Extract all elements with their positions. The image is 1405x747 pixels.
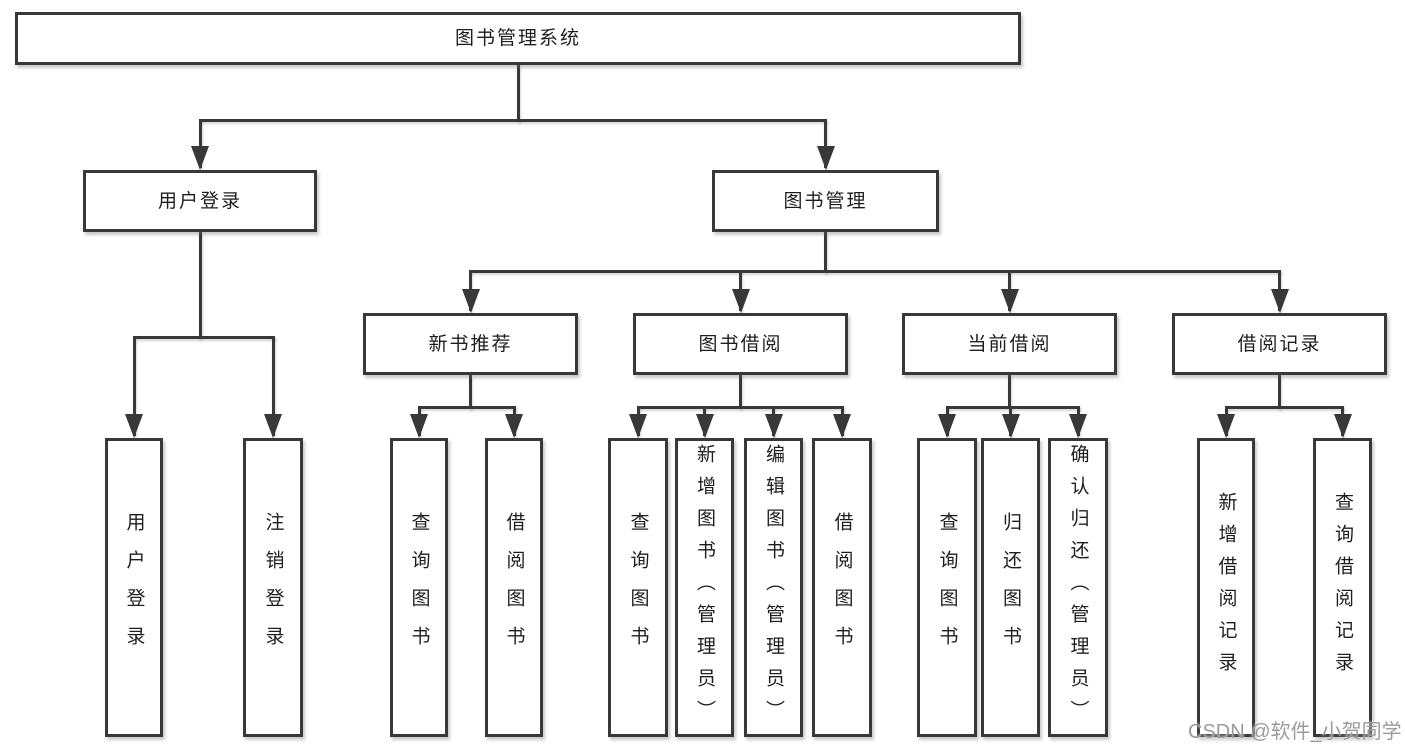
watermark: CSDN @软件_小贺同学 bbox=[1188, 721, 1402, 743]
connector-stem bbox=[739, 375, 742, 409]
arrow-down-icon bbox=[764, 414, 783, 438]
node-label: 编辑图书（管理员） bbox=[763, 443, 784, 732]
node-leaf-nb-query: 查询图书 bbox=[390, 438, 448, 737]
node-label: 新增借阅记录 bbox=[1215, 491, 1237, 684]
node-label: 用户登录 bbox=[123, 511, 145, 664]
arrow-down-icon bbox=[1333, 414, 1352, 438]
arrow-down-icon bbox=[731, 289, 750, 313]
connector-stem bbox=[516, 65, 520, 122]
node-user-login: 用户登录 bbox=[83, 170, 317, 232]
connector-bar bbox=[132, 336, 275, 339]
arrow-down-icon bbox=[125, 414, 143, 438]
arrow-down-icon bbox=[1217, 414, 1235, 438]
connector-bar bbox=[469, 270, 1281, 273]
node-label: 查询图书 bbox=[627, 511, 649, 664]
node-label: 确认归还（管理员） bbox=[1067, 443, 1089, 732]
connector-drop bbox=[132, 336, 136, 436]
node-leaf-br-add: 新增借阅记录 bbox=[1197, 438, 1255, 737]
node-label: 用户登录 bbox=[157, 190, 242, 212]
node-label: 当前借阅 bbox=[967, 333, 1052, 355]
node-label: 查询借阅记录 bbox=[1332, 491, 1353, 684]
connector-stem bbox=[1278, 375, 1281, 409]
node-leaf-logout: 注销登录 bbox=[243, 438, 303, 737]
connector-bar bbox=[636, 406, 844, 409]
node-label: 借阅图书 bbox=[831, 511, 853, 664]
node-current-borrow: 当前借阅 bbox=[902, 313, 1117, 375]
connector-stem bbox=[1008, 375, 1011, 409]
arrow-down-icon bbox=[695, 414, 714, 438]
node-borrow-records: 借阅记录 bbox=[1172, 313, 1387, 375]
node-leaf-cb-return: 归还图书 bbox=[981, 438, 1040, 737]
arrow-down-icon bbox=[938, 414, 956, 438]
arrow-down-icon bbox=[1069, 414, 1087, 438]
node-leaf-user-login: 用户登录 bbox=[105, 438, 163, 737]
arrow-down-icon bbox=[461, 289, 480, 313]
node-leaf-bb-edit: 编辑图书（管理员） bbox=[744, 438, 803, 737]
node-label: 借阅图书 bbox=[503, 511, 525, 664]
node-new-books: 新书推荐 bbox=[363, 313, 578, 375]
connector-drop bbox=[824, 119, 827, 168]
arrow-down-icon bbox=[1270, 289, 1289, 313]
node-label: 借阅记录 bbox=[1237, 333, 1322, 355]
node-label: 图书借阅 bbox=[698, 333, 783, 355]
node-leaf-cb-query: 查询图书 bbox=[917, 438, 977, 737]
node-label: 查询图书 bbox=[936, 511, 958, 664]
node-leaf-bb-add: 新增图书（管理员） bbox=[675, 438, 734, 737]
node-leaf-bb-query: 查询图书 bbox=[608, 438, 668, 737]
arrow-down-icon bbox=[1000, 289, 1019, 313]
connector-drop bbox=[198, 119, 202, 168]
connector-stem bbox=[198, 232, 202, 339]
node-label: 图书管理系统 bbox=[454, 28, 581, 49]
connector-bar bbox=[945, 406, 1080, 409]
node-leaf-br-query: 查询借阅记录 bbox=[1313, 438, 1372, 737]
arrow-down-icon bbox=[1001, 414, 1020, 438]
arrow-down-icon bbox=[833, 414, 851, 438]
arrow-down-icon bbox=[629, 414, 647, 438]
arrow-down-icon bbox=[410, 414, 428, 438]
connector-bar bbox=[1224, 406, 1344, 409]
node-leaf-bb-borrow: 借阅图书 bbox=[812, 438, 872, 737]
node-root: 图书管理系统 bbox=[15, 12, 1021, 65]
connector-bar bbox=[198, 119, 827, 122]
node-label: 新增图书（管理员） bbox=[694, 443, 715, 732]
node-label: 归还图书 bbox=[1000, 511, 1021, 664]
node-book-mgmt: 图书管理 bbox=[712, 170, 939, 232]
arrow-down-icon bbox=[264, 414, 282, 438]
connector-stem bbox=[469, 375, 472, 409]
node-book-borrow: 图书借阅 bbox=[633, 313, 848, 375]
node-label: 新书推荐 bbox=[428, 333, 513, 355]
connector-drop bbox=[271, 336, 275, 436]
arrow-down-icon bbox=[191, 146, 209, 170]
connector-stem bbox=[824, 232, 827, 273]
node-label: 查询图书 bbox=[408, 511, 430, 664]
arrow-down-icon bbox=[505, 414, 523, 438]
node-label: 注销登录 bbox=[262, 511, 284, 664]
node-label: 图书管理 bbox=[783, 190, 868, 212]
arrow-down-icon bbox=[816, 146, 835, 170]
node-leaf-cb-confirm: 确认归还（管理员） bbox=[1048, 438, 1108, 737]
node-leaf-nb-borrow: 借阅图书 bbox=[485, 438, 543, 737]
connector-bar bbox=[417, 406, 516, 409]
